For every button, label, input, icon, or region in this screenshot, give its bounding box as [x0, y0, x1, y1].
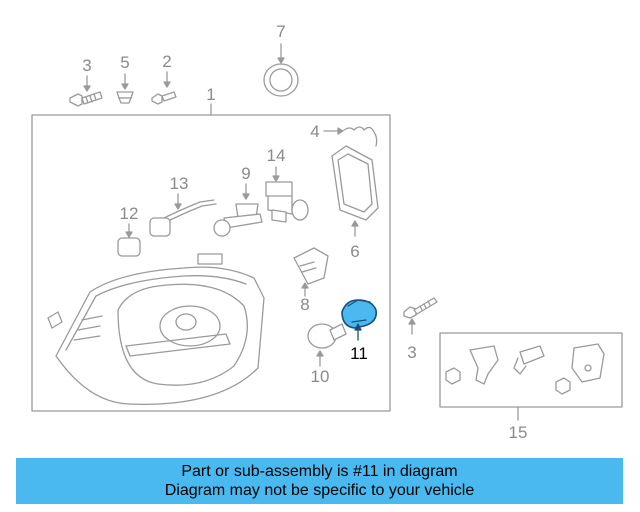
screw-2 — [151, 71, 177, 105]
callout-10: 10 — [310, 367, 330, 386]
callout-15: 15 — [508, 423, 528, 442]
banner-line-2: Diagram may not be specific to your vehi… — [164, 482, 475, 499]
wire-4 — [323, 126, 378, 147]
callout-4: 4 — [310, 122, 320, 141]
banner-line-1: Part or sub-assembly is #11 in diagram — [181, 463, 458, 480]
callout-5: 5 — [120, 53, 130, 72]
bolt-3-right — [403, 297, 438, 335]
callout-9: 9 — [241, 164, 251, 183]
callout-8: 8 — [300, 295, 310, 314]
kit-box-15 — [439, 332, 623, 408]
bulb-10 — [307, 323, 347, 367]
info-banner: Part or sub-assembly is #11 in diagram D… — [16, 458, 623, 504]
ring-7 — [263, 43, 299, 97]
kit-parts — [445, 343, 605, 395]
bulb-12 — [117, 223, 141, 257]
callout-3-top: 3 — [82, 56, 92, 75]
callout-1: 1 — [206, 85, 216, 104]
cover-6 — [331, 145, 379, 237]
clip-5 — [116, 73, 134, 104]
callout-13: 13 — [169, 174, 189, 193]
headlamp-housing — [47, 253, 265, 406]
socket-13 — [149, 193, 217, 237]
callout-2: 2 — [162, 52, 172, 71]
socket-11-highlighted — [341, 299, 378, 341]
callout-7: 7 — [276, 22, 286, 41]
parts-diagram — [31, 43, 623, 421]
bulb-9 — [213, 183, 263, 237]
callout-3-right: 3 — [407, 343, 417, 362]
callout-12: 12 — [119, 204, 139, 223]
bulb-14 — [265, 166, 309, 223]
bolt-3-top — [69, 75, 103, 107]
callout-14: 14 — [266, 146, 286, 165]
callout-6: 6 — [350, 242, 360, 261]
bulb-8 — [293, 247, 329, 297]
callout-11: 11 — [350, 344, 368, 363]
